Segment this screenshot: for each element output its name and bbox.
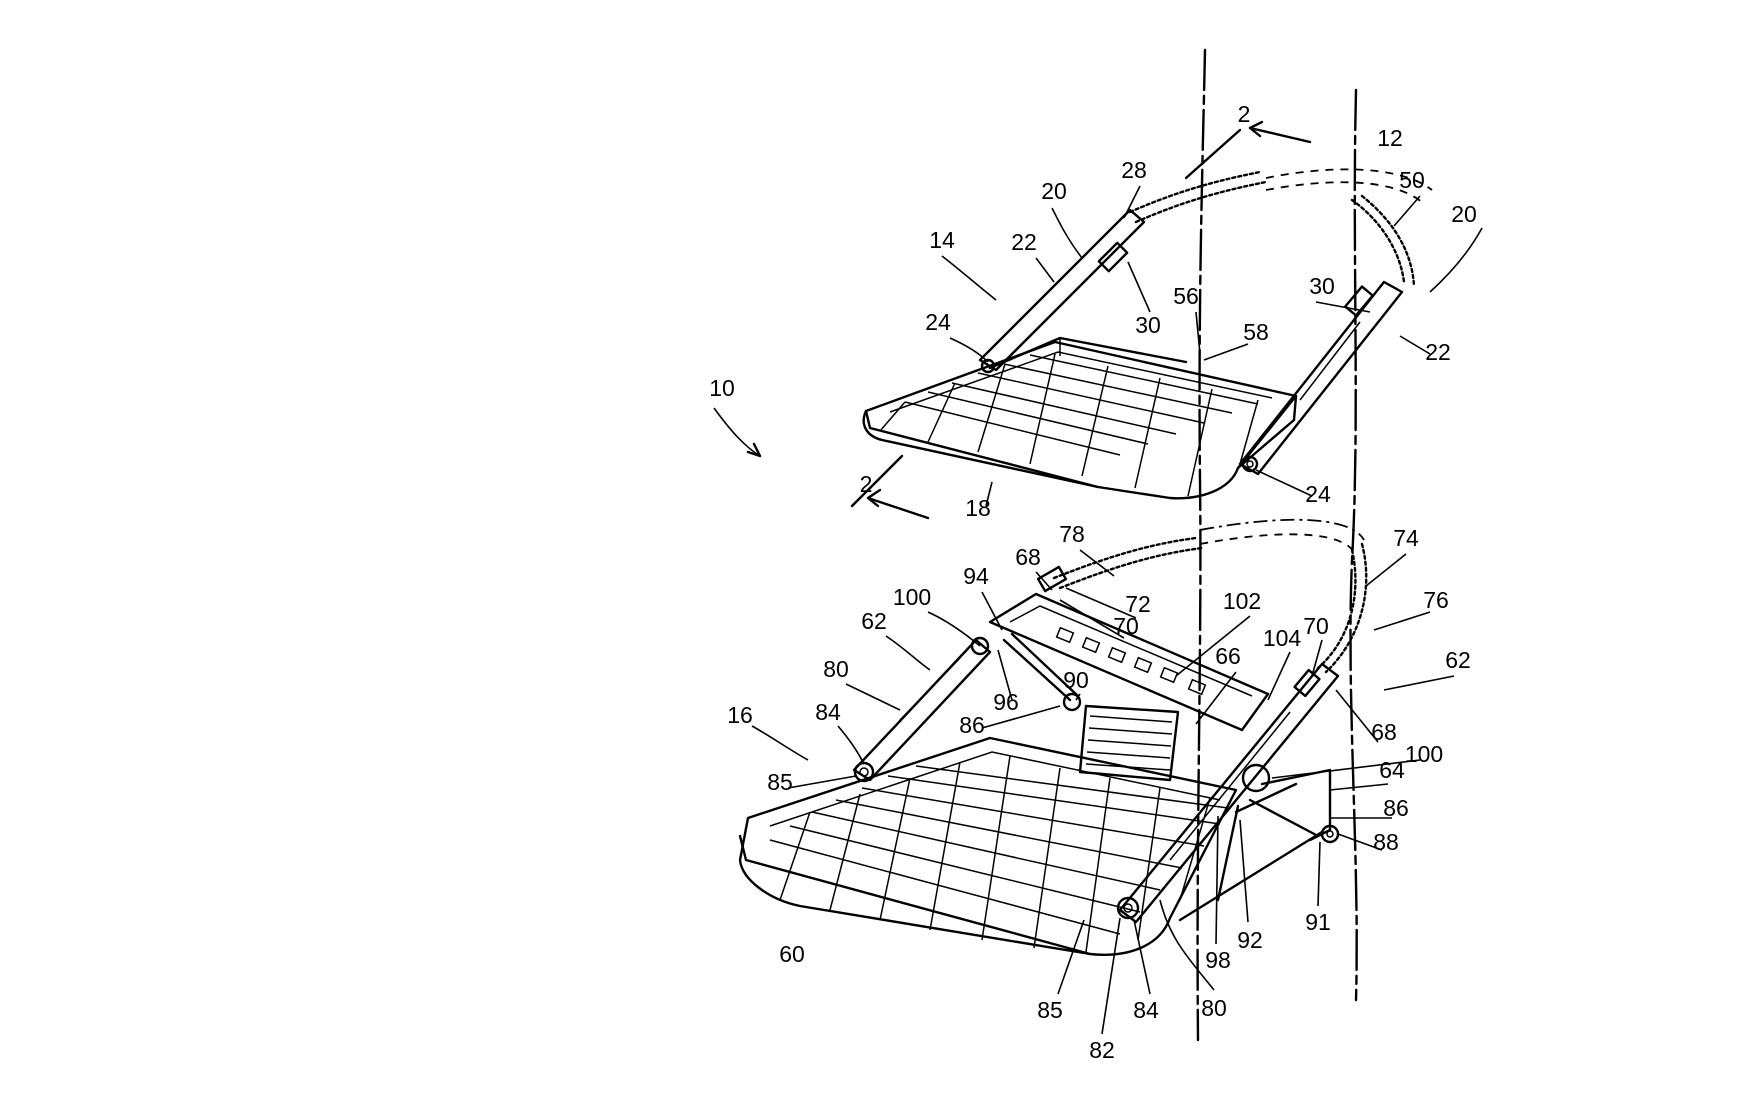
reference-numeral-r24b: 24 (1305, 481, 1331, 507)
reference-numeral-r100a: 100 (893, 584, 931, 610)
leader-lines (751, 185, 1483, 1035)
upper-arm-left (978, 208, 1146, 374)
reference-numeral-r18: 18 (965, 495, 991, 521)
reference-numeral-r92: 92 (1237, 927, 1263, 953)
upper-platform (862, 336, 1298, 500)
reference-numeral-r100b: 100 (1405, 741, 1443, 767)
reference-numeral-r12: 12 (1377, 125, 1403, 151)
reference-numeral-r64: 64 (1379, 757, 1405, 783)
reference-numeral-r62a: 62 (861, 608, 887, 634)
reference-numeral-r62b: 62 (1445, 647, 1471, 673)
rear-stand (1178, 768, 1340, 922)
reference-numeral-r85a: 85 (767, 769, 793, 795)
reference-numeral-r91: 91 (1305, 909, 1331, 935)
leader-10 (713, 407, 761, 457)
reference-numeral-r22b: 22 (1425, 339, 1451, 365)
reference-numeral-r72: 72 (1125, 591, 1151, 617)
reference-numeral-r96: 96 (993, 689, 1019, 715)
reference-numeral-r30a: 30 (1135, 312, 1161, 338)
reference-numeral-r80a: 80 (823, 656, 849, 682)
tree-trunk (1196, 48, 1358, 1042)
reference-numeral-r90: 90 (1063, 667, 1089, 693)
lower-chain (1036, 518, 1368, 698)
reference-numeral-r2a: 2 (1238, 101, 1251, 127)
reference-numeral-r30b: 30 (1309, 273, 1335, 299)
reference-numeral-r70b: 70 (1303, 613, 1329, 639)
reference-numeral-r68a: 68 (1015, 544, 1041, 570)
reference-numeral-r102: 102 (1223, 588, 1261, 614)
reference-numeral-r56: 56 (1173, 283, 1199, 309)
upper-chain (1128, 168, 1433, 288)
lower-platform (738, 704, 1238, 956)
reference-numeral-r98: 98 (1205, 947, 1231, 973)
reference-numeral-r60: 60 (779, 941, 805, 967)
reference-numeral-r16: 16 (727, 702, 753, 728)
reference-numeral-r82: 82 (1089, 1037, 1115, 1063)
reference-numeral-r68b: 68 (1371, 719, 1397, 745)
reference-numeral-r84b: 84 (1133, 997, 1159, 1023)
reference-numeral-r104: 104 (1263, 625, 1302, 651)
arrowhead-10 (746, 442, 762, 458)
reference-numeral-r94: 94 (963, 563, 989, 589)
reference-numeral-r50: 50 (1399, 167, 1425, 193)
reference-numeral-r86b: 86 (1383, 795, 1409, 821)
reference-numeral-r28: 28 (1121, 157, 1147, 183)
reference-numeral-r66: 66 (1215, 643, 1241, 669)
reference-numeral-r20b: 20 (1451, 201, 1477, 227)
reference-numeral-r58: 58 (1243, 319, 1269, 345)
reference-numeral-r85b: 85 (1037, 997, 1063, 1023)
upper-arm-right (1238, 280, 1404, 476)
reference-numeral-r10: 10 (709, 375, 735, 401)
reference-numeral-r2b: 2 (860, 471, 873, 497)
reference-numeral-r76: 76 (1423, 587, 1449, 613)
reference-numeral-r70a: 70 (1113, 613, 1139, 639)
reference-numeral-r22a: 22 (1011, 229, 1037, 255)
reference-numeral-r78: 78 (1059, 521, 1085, 547)
reference-numeral-r86a: 86 (959, 712, 985, 738)
reference-numeral-r24a: 24 (925, 309, 951, 335)
section-line-2 (850, 120, 1312, 520)
reference-numeral-r74: 74 (1393, 525, 1419, 551)
reference-numeral-r84a: 84 (815, 699, 841, 725)
reference-numeral-r80b: 80 (1201, 995, 1227, 1021)
lower-arm-right (1116, 662, 1340, 924)
reference-numeral-r88: 88 (1373, 829, 1399, 855)
cross-brace (988, 592, 1270, 732)
reference-numeral-r20a: 20 (1041, 178, 1067, 204)
reference-numeral-r14: 14 (929, 227, 955, 253)
